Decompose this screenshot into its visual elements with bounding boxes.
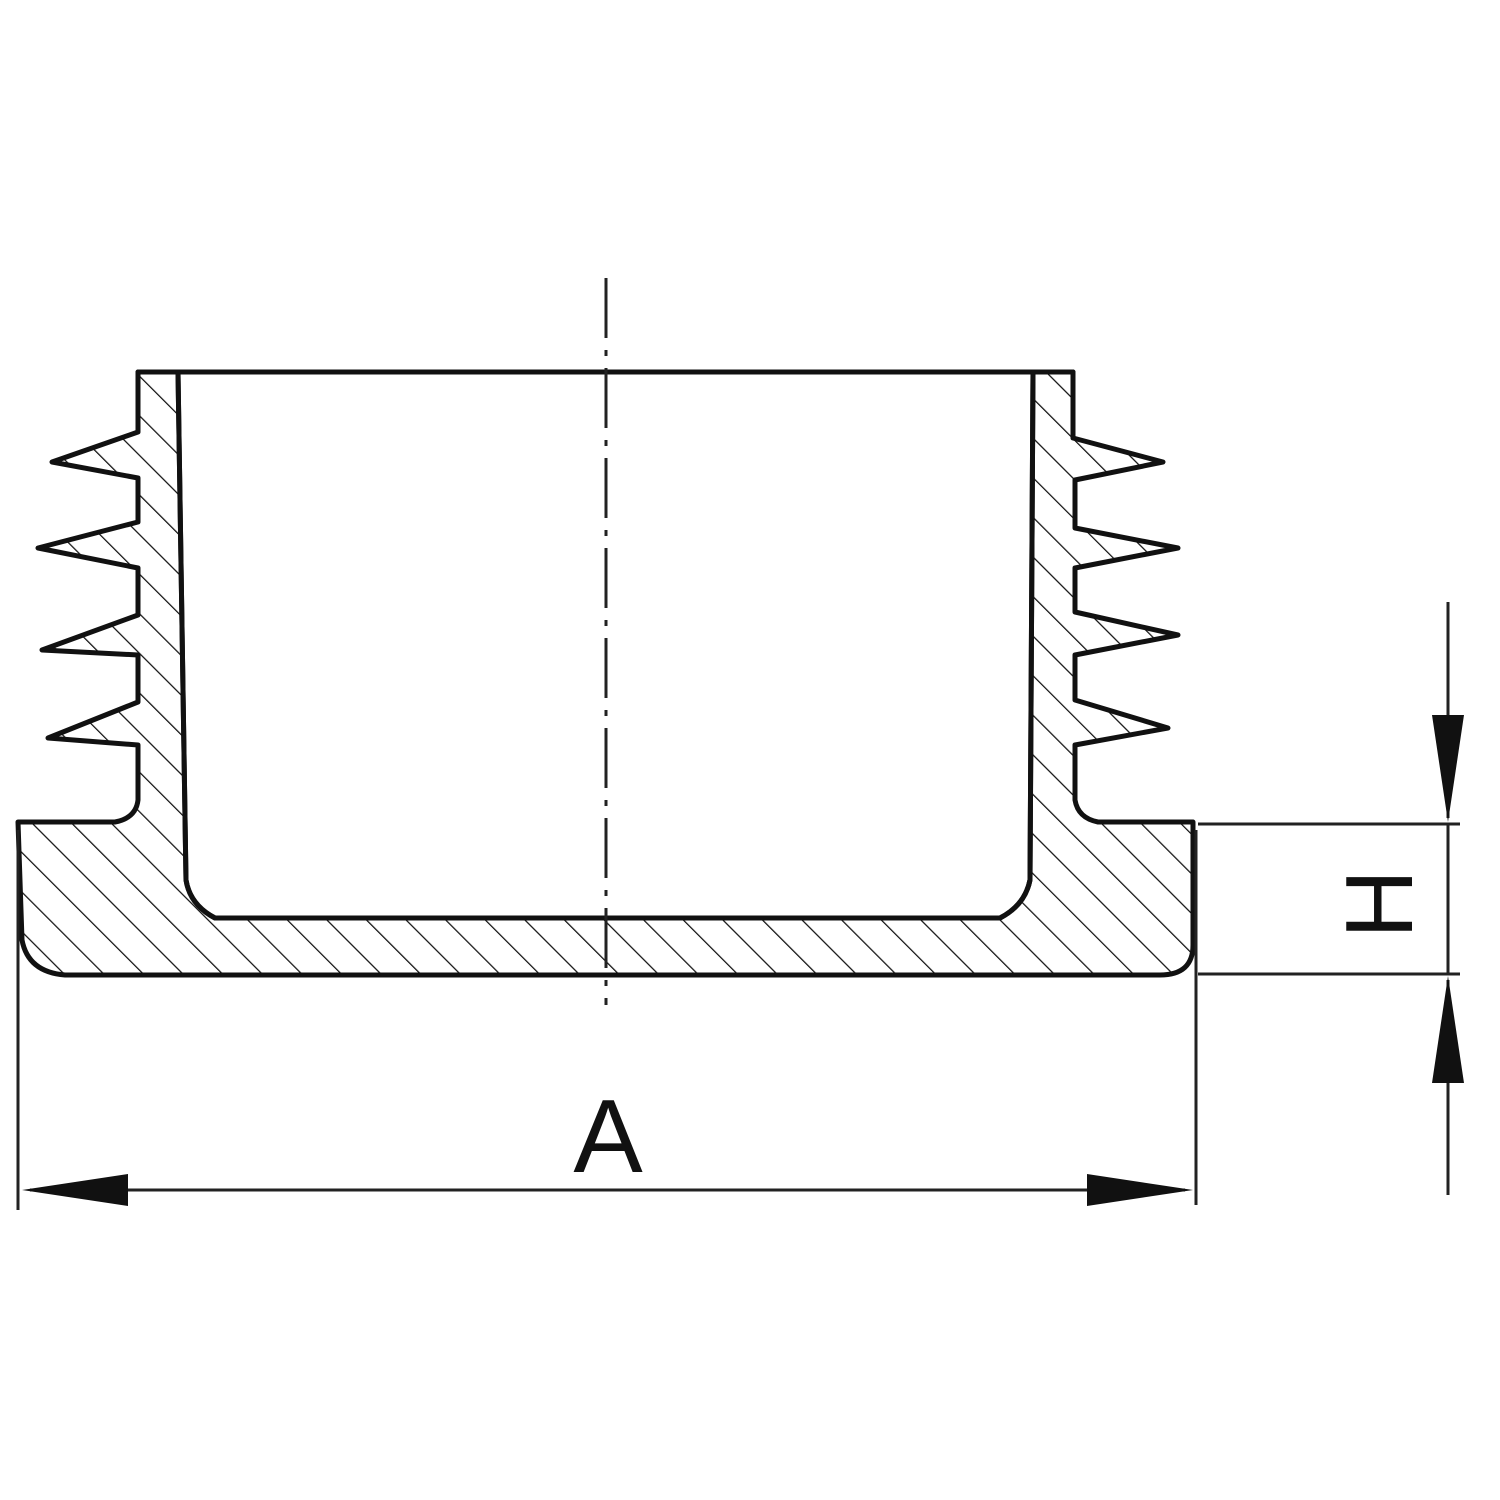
dimension-label-a: A [573, 1079, 643, 1195]
dimension-label-h: H [1326, 869, 1433, 938]
arrowhead-a-right [1087, 1174, 1193, 1206]
arrowhead-h-bottom [1432, 976, 1464, 1083]
arrowhead-a-left [22, 1174, 128, 1206]
arrowhead-h-top [1432, 715, 1464, 822]
